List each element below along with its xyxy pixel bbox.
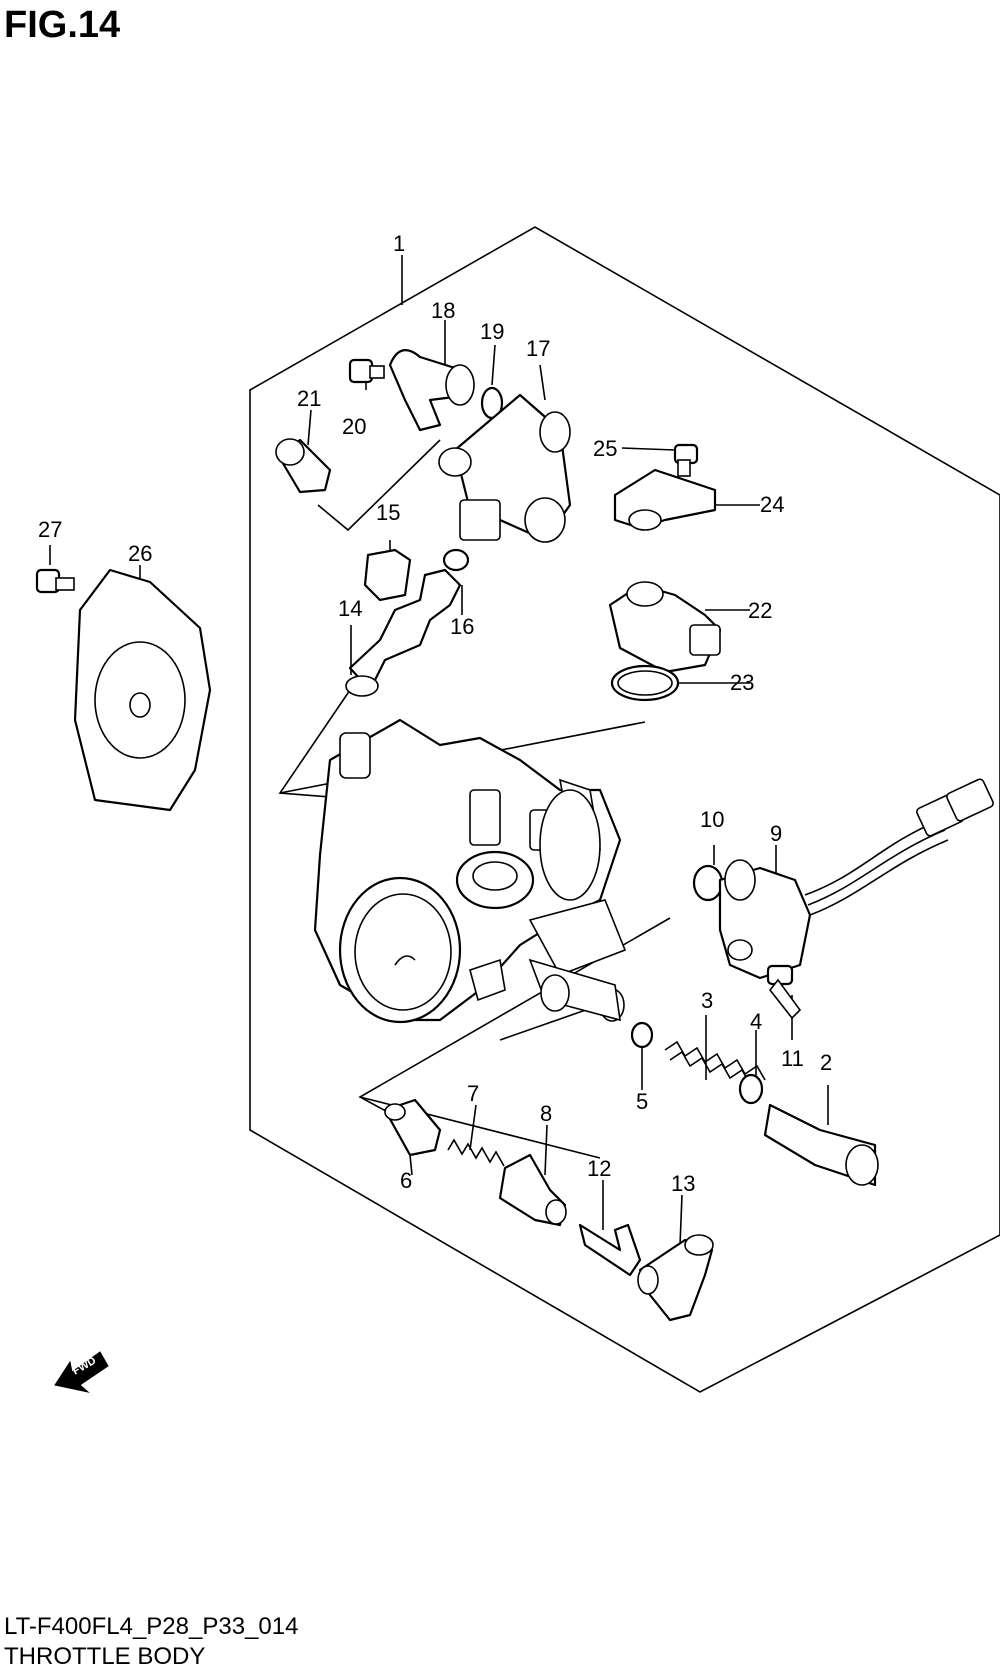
- assembly-boundary: [249, 226, 1000, 1393]
- callout-12: 12: [587, 1156, 611, 1181]
- callout-16: 16: [450, 614, 474, 639]
- callout-24: 24: [760, 492, 784, 517]
- section-name: THROTTLE BODY: [4, 1643, 206, 1670]
- callout-1: 1: [393, 231, 405, 256]
- left-cover-parts: [35, 568, 212, 812]
- callout-19: 19: [480, 319, 504, 344]
- callout-3: 3: [701, 988, 713, 1013]
- callout-22: 22: [748, 598, 772, 623]
- callout-9: 9: [770, 821, 782, 846]
- right-parts: [630, 778, 994, 1187]
- drawing-code: LT-F400FL4_P28_P33_014: [4, 1613, 299, 1640]
- callout-numbers: 1 2 3 4 5 6 7 8 9 10 11 12 13 14 15 16 1…: [38, 231, 832, 1196]
- figure-title: FIG.14: [4, 4, 121, 46]
- upper-parts: [275, 349, 722, 702]
- callout-14: 14: [338, 596, 362, 621]
- callout-2: 2: [820, 1050, 832, 1075]
- throttle-body: [313, 718, 627, 1024]
- callout-15: 15: [376, 500, 400, 525]
- callout-27: 27: [38, 517, 62, 542]
- callout-17: 17: [526, 336, 550, 361]
- callout-26: 26: [128, 541, 152, 566]
- callout-5: 5: [636, 1089, 648, 1114]
- callout-8: 8: [540, 1101, 552, 1126]
- callout-18: 18: [431, 298, 455, 323]
- callout-10: 10: [700, 807, 724, 832]
- callout-23: 23: [730, 670, 754, 695]
- callout-11: 11: [781, 1046, 804, 1071]
- callout-6: 6: [400, 1168, 412, 1193]
- callout-25: 25: [593, 436, 617, 461]
- lower-parts: [383, 1098, 714, 1322]
- callout-4: 4: [750, 1009, 762, 1034]
- callout-20: 20: [342, 414, 366, 439]
- callout-7: 7: [467, 1081, 479, 1106]
- fwd-arrow-icon: FWD: [54, 1351, 109, 1393]
- callout-13: 13: [671, 1171, 695, 1196]
- callout-21: 21: [297, 386, 321, 411]
